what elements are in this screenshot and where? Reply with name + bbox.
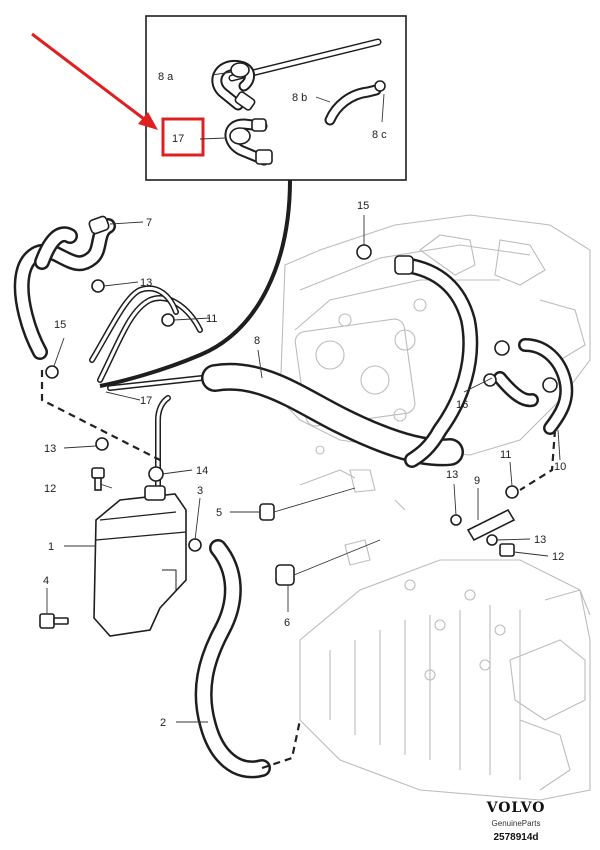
- highlight-arrow: [31, 32, 158, 130]
- callout-3: 3: [197, 485, 203, 497]
- expansion-tank: [93, 485, 187, 637]
- callout-13-right: 13: [534, 534, 546, 546]
- callout-8: 8: [254, 335, 260, 347]
- callout-15-top: 15: [357, 200, 369, 212]
- callout-11-upper: 11: [206, 313, 217, 325]
- bolt-4: [39, 613, 69, 629]
- volvo-logo: VOLVO: [486, 800, 546, 816]
- hose-assembly: [13, 215, 574, 779]
- callout-17-inset: 17: [172, 133, 184, 145]
- callout-8a: 8 a: [158, 71, 174, 83]
- callout-6: 6: [284, 617, 290, 629]
- callout-14: 14: [196, 465, 208, 477]
- callout-13-lower-left: 13: [44, 443, 56, 455]
- callout-13-right-top: 13: [446, 469, 458, 481]
- callout-4: 4: [43, 575, 49, 587]
- genuine-parts-text: GenuineParts: [492, 819, 541, 828]
- routing-dashes: [40, 370, 557, 770]
- callout-8c: 8 c: [372, 129, 387, 141]
- callout-1: 1: [48, 541, 54, 553]
- callouts: 1 2 3 4 5 6 7 8 9 10 11 11 12 12 13 13 1…: [43, 200, 566, 729]
- volvo-brand-mark: VOLVO GenuineParts 2578914d: [486, 800, 546, 843]
- callout-10: 10: [554, 461, 566, 473]
- bushings: [259, 487, 381, 586]
- callout-11-right: 11: [500, 449, 511, 461]
- inset-connector: [99, 179, 292, 388]
- callout-12-right: 12: [552, 551, 564, 563]
- diagram-code: 2578914d: [493, 832, 538, 843]
- hose-clips: [45, 244, 558, 552]
- callout-8b: 8 b: [292, 92, 307, 104]
- callout-5: 5: [216, 507, 222, 519]
- callout-2: 2: [160, 717, 166, 729]
- callout-9: 9: [474, 475, 480, 487]
- callout-13-upper-left: 13: [140, 277, 152, 289]
- bracket-9: [450, 508, 516, 557]
- callout-16: 16: [456, 399, 468, 411]
- callout-15-left: 15: [54, 319, 66, 331]
- callout-12-left: 12: [44, 483, 56, 495]
- callout-17: 17: [140, 395, 152, 407]
- callout-7: 7: [146, 217, 152, 229]
- engine-outline: [279, 214, 591, 801]
- detail-inset: 8 a 8 b 8 c 17: [145, 15, 407, 181]
- washers-bolts-left: [91, 279, 109, 491]
- leader-lines: [46, 215, 561, 723]
